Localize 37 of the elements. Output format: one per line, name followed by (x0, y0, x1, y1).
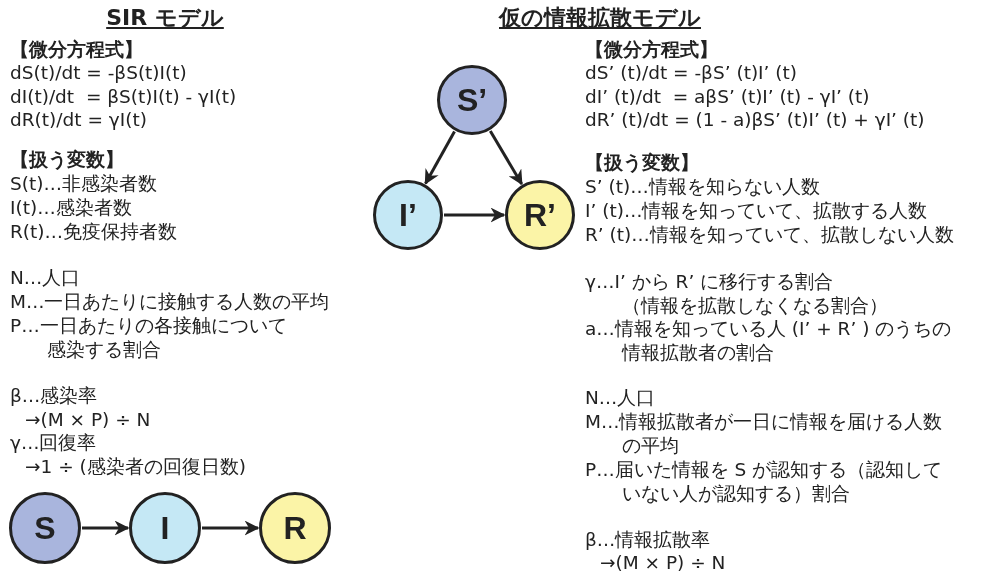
text-line: dR’ (t)/dt = (1 - a)βS’ (t)I’ (t) + γI’ (t) (585, 108, 925, 132)
arrow (444, 207, 506, 223)
arrow (82, 520, 130, 536)
text-line: N…人口 (585, 386, 656, 410)
text-line: S(t)…非感染者数 (10, 172, 157, 196)
text-line: →(M × P) ÷ N (600, 551, 726, 574)
section-heading: 【扱う変数】 (585, 151, 699, 175)
text-line: dI’ (t)/dt = aβS’ (t)I’ (t) - γI’ (t) (585, 85, 870, 109)
text-line: R(t)…免疫保持者数 (10, 220, 178, 244)
state-circle: I (129, 492, 201, 564)
text-line: a…情報を知っている人 (I’ + R’ ) のうちの情報拡散者の割合 (585, 317, 952, 365)
text-line: I(t)…感染者数 (10, 196, 132, 220)
text-line: dS’ (t)/dt = -βS’ (t)I’ (t) (585, 61, 797, 85)
section-heading: 【微分方程式】 (10, 38, 143, 62)
section-heading: 【微分方程式】 (585, 38, 718, 62)
text-line: P…一日あたりの各接触について感染する割合 (10, 314, 287, 362)
arrow (424, 130, 456, 185)
text-line: γ…回復率 (10, 431, 97, 455)
text-line: N…人口 (10, 266, 81, 290)
state-circle: I’ (373, 180, 443, 250)
text-line: →1 ÷ (感染者の回復日数) (25, 455, 246, 479)
state-circle: S’ (437, 65, 507, 135)
text-line: P…届いた情報を S が認知する（認知していない人が認知する）割合 (585, 458, 943, 506)
section-heading: 【扱う変数】 (10, 148, 124, 172)
heading: SIR モデル (106, 6, 224, 30)
state-circle: S (9, 492, 81, 564)
text-line: dI(t)/dt = βS(t)I(t) - γI(t) (10, 85, 237, 109)
arrow (202, 520, 260, 536)
text-line: dR(t)/dt = γI(t) (10, 108, 147, 132)
state-circle: R’ (505, 180, 575, 250)
state-circle: R (259, 492, 331, 564)
arrow (489, 130, 523, 186)
text-line: M…情報拡散者が一日に情報を届ける人数の平均 (585, 410, 943, 458)
text-line: dS(t)/dt = -βS(t)I(t) (10, 61, 187, 85)
text-line: →(M × P) ÷ N (25, 408, 151, 432)
text-line: β…感染率 (10, 384, 98, 408)
text-line: β…情報拡散率 (585, 528, 711, 552)
